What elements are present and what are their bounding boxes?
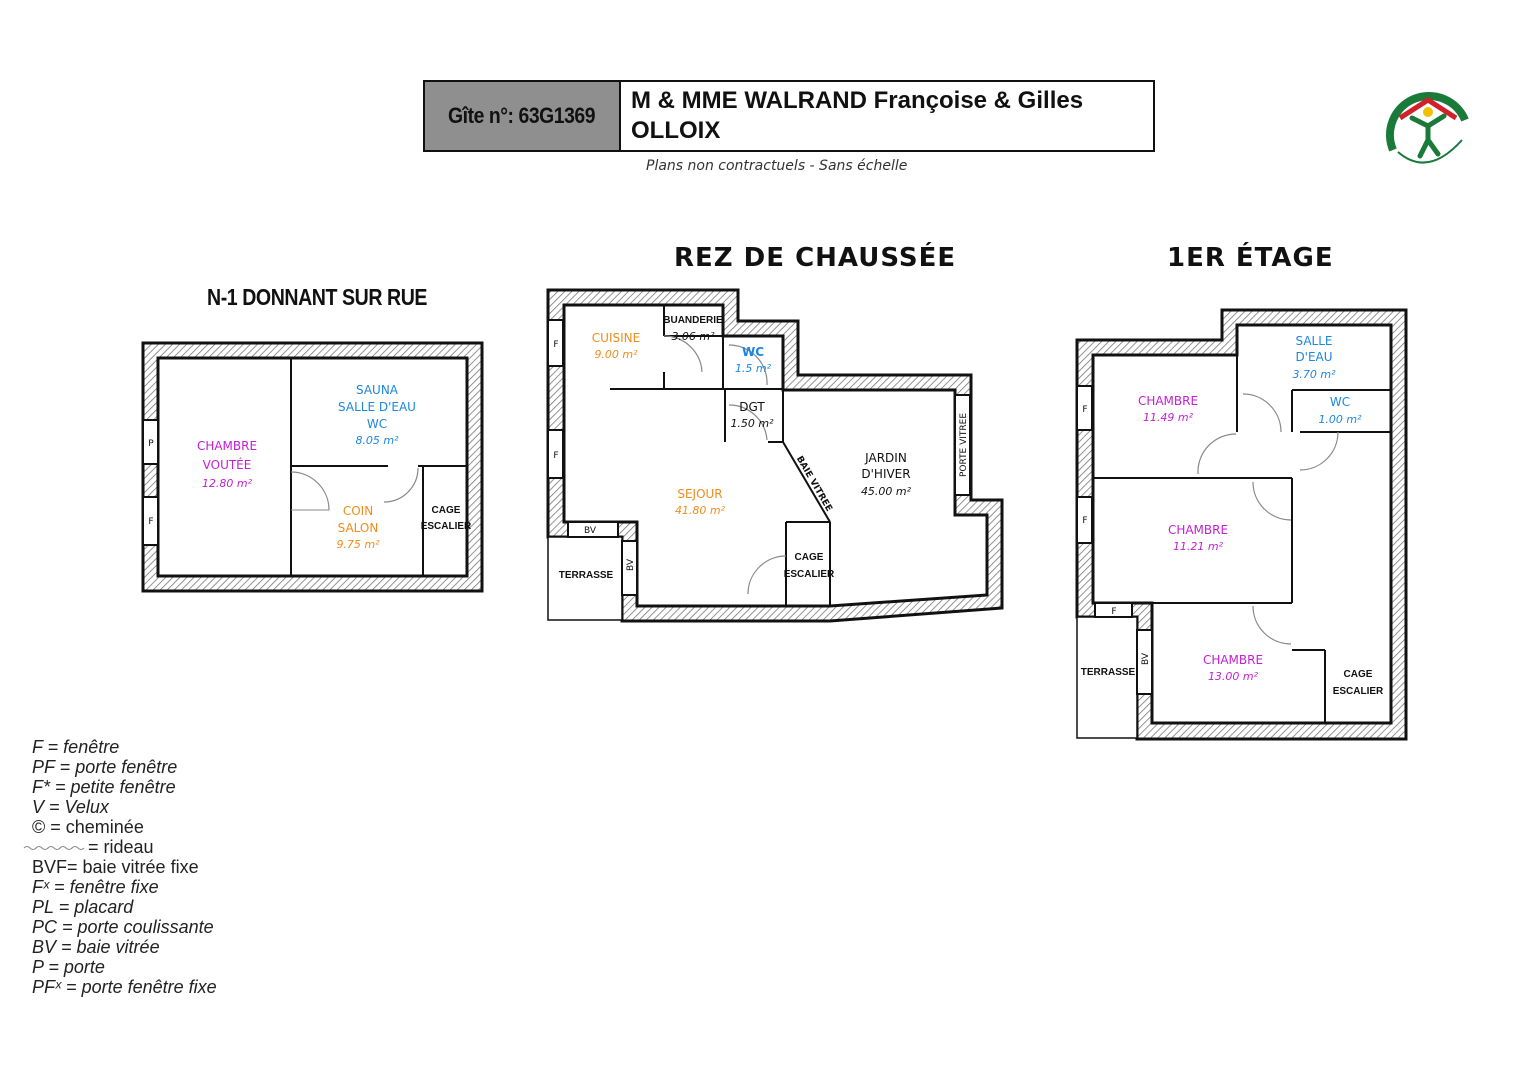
basement-title: N-1 DONNANT SUR RUE bbox=[207, 284, 428, 310]
plan-label: ESCALIER bbox=[1333, 686, 1384, 697]
plan-label: SALLE bbox=[1295, 334, 1332, 348]
legend-item: V = Velux bbox=[32, 797, 109, 817]
basement-plan: P F CHAMBRE VOUTÉE 12.80 m² SAUNA SALLE … bbox=[141, 341, 484, 593]
gite-number: Gîte n°: 63G1369 bbox=[448, 103, 596, 128]
owner-town: OLLOIX bbox=[631, 117, 721, 144]
plan-label: CHAMBRE bbox=[1138, 394, 1198, 408]
gites-de-france-logo bbox=[1386, 92, 1469, 164]
plan-label: F bbox=[1111, 607, 1116, 617]
plan-label: F bbox=[1082, 516, 1087, 526]
owner-name: M & MME WALRAND Françoise & Gilles bbox=[631, 87, 1084, 114]
plan-label: CAGE bbox=[432, 505, 461, 516]
owner-info: M & MME WALRAND Françoise & Gilles OLLOI… bbox=[621, 82, 1093, 150]
legend-item: © = cheminée bbox=[32, 817, 144, 837]
terrace bbox=[1076, 616, 1138, 739]
legend-item: PC = porte coulissante bbox=[32, 917, 214, 937]
plan-label: BUANDERIE bbox=[663, 315, 723, 326]
plan-label: WC bbox=[367, 417, 387, 431]
plan-label: CHAMBRE bbox=[1168, 523, 1228, 537]
plan-label: VOUTÉE bbox=[203, 457, 252, 472]
plan-label: 13.00 m² bbox=[1208, 670, 1259, 683]
legend-item: = rideau bbox=[88, 837, 154, 857]
header-box: Gîte n°: 63G1369 M & MME WALRAND Françoi… bbox=[423, 80, 1155, 152]
plan-label: 11.21 m² bbox=[1173, 540, 1224, 553]
plan-label: BV bbox=[584, 526, 597, 536]
plan-label: CHAMBRE bbox=[197, 439, 257, 453]
plan-label: 8.05 m² bbox=[355, 434, 399, 447]
plan-label: D'EAU bbox=[1295, 350, 1332, 364]
subtitle: Plans non contractuels - Sans échelle bbox=[646, 158, 908, 174]
gite-number-cell: Gîte n°: 63G1369 bbox=[425, 82, 621, 150]
plan-label: SEJOUR bbox=[677, 487, 722, 501]
plan-label: WC bbox=[1330, 395, 1350, 409]
legend-item: BV = baie vitrée bbox=[32, 937, 160, 957]
plan-label: 1.50 m² bbox=[730, 417, 774, 430]
plan-label: BAIE VITREE bbox=[794, 455, 834, 514]
plan-label: ESCALIER bbox=[421, 521, 472, 532]
plan-label: SALLE D'EAU bbox=[338, 400, 416, 414]
plan-label: F bbox=[553, 340, 558, 350]
first-floor-plan: F F F BV SALLE D'EAU 3.70 m² CHAMBRE 11.… bbox=[1075, 308, 1408, 741]
legend-item: BVF= baie vitrée fixe bbox=[32, 857, 199, 877]
plan-label: SALON bbox=[338, 521, 379, 535]
plan-label: CAGE bbox=[795, 552, 824, 563]
legend-item: F* = petite fenêtre bbox=[32, 777, 176, 797]
curtain-symbol bbox=[23, 846, 85, 850]
plan-label: WC bbox=[742, 345, 764, 359]
plan-label: PORTE VITREE bbox=[959, 413, 969, 477]
plan-label: 9.75 m² bbox=[336, 538, 380, 551]
plan-label: 1.00 m² bbox=[1318, 413, 1362, 426]
legend-item: Fˣ = fenêtre fixe bbox=[32, 877, 159, 897]
plan-label: COIN bbox=[343, 504, 373, 518]
window-opening bbox=[142, 496, 159, 546]
door-opening bbox=[142, 419, 159, 465]
ground-floor-title: REZ DE CHAUSSÉE bbox=[674, 243, 957, 273]
plan-label: 41.80 m² bbox=[675, 504, 726, 517]
plan-label: CAGE bbox=[1344, 669, 1373, 680]
legend-item: PFˣ = porte fenêtre fixe bbox=[32, 977, 217, 997]
plan-label: CUISINE bbox=[592, 331, 640, 345]
plan-label: JARDIN bbox=[864, 451, 907, 465]
plan-label: P bbox=[148, 439, 154, 449]
plan-label: TERRASSE bbox=[559, 570, 614, 581]
plan-label: ESCALIER bbox=[784, 569, 835, 580]
plan-label: 1.5 m² bbox=[735, 362, 772, 375]
plan-label: CHAMBRE bbox=[1203, 653, 1263, 667]
plan-label: BV bbox=[626, 558, 636, 571]
plan-label: 3.70 m² bbox=[1292, 368, 1336, 381]
plan-label: DGT bbox=[739, 400, 765, 414]
plan-label: D'HIVER bbox=[861, 467, 910, 481]
plan-label: F bbox=[148, 517, 153, 527]
legend: F = fenêtre PF = porte fenêtre F* = peti… bbox=[32, 737, 217, 997]
plan-label: 11.49 m² bbox=[1143, 411, 1194, 424]
plan-label: SAUNA bbox=[356, 383, 399, 397]
plan-label: F bbox=[553, 451, 558, 461]
plan-label: 9.00 m² bbox=[594, 348, 638, 361]
ground-floor-plan: F F BV BV PORTE VITREE BAIE VITREE CUISI… bbox=[546, 288, 1004, 623]
plan-label: BV bbox=[1141, 652, 1151, 665]
legend-item: F = fenêtre bbox=[32, 737, 120, 757]
first-floor-title: 1ER ÉTAGE bbox=[1167, 243, 1334, 273]
plan-label: F bbox=[1082, 405, 1087, 415]
plan-label: TERRASSE bbox=[1081, 667, 1136, 678]
plan-label: 3.06 m² bbox=[671, 330, 715, 343]
legend-item: PF = porte fenêtre bbox=[32, 757, 178, 777]
legend-item: PL = placard bbox=[32, 897, 134, 917]
legend-item: P = porte bbox=[32, 957, 105, 977]
plan-label: 45.00 m² bbox=[861, 485, 912, 498]
plan-label: 12.80 m² bbox=[202, 477, 253, 490]
